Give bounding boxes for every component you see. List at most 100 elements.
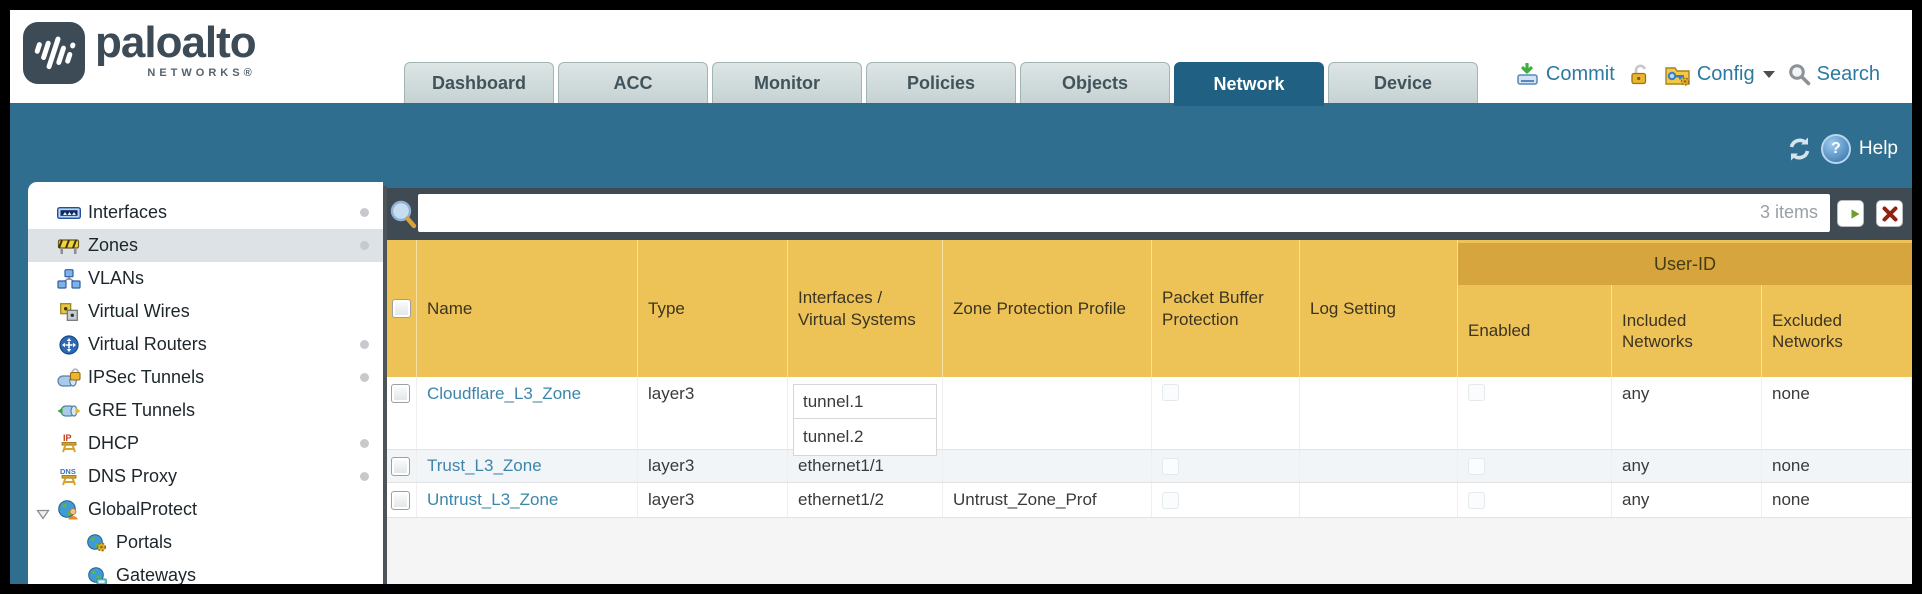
col-name[interactable]: Name	[417, 240, 638, 377]
col-log-setting[interactable]: Log Setting	[1300, 240, 1458, 377]
filter-input[interactable]	[418, 194, 1830, 232]
select-all-checkbox[interactable]	[392, 299, 411, 318]
sidebar-item-dns-proxy[interactable]: DNS DNS Proxy	[28, 460, 383, 493]
zone-name-link[interactable]: Cloudflare_L3_Zone	[427, 384, 582, 403]
help-icon[interactable]: ?	[1820, 134, 1851, 164]
config-menu[interactable]: Config	[1664, 62, 1775, 87]
header-actions: Commit Config	[1515, 62, 1880, 87]
row-checkbox[interactable]	[391, 490, 410, 510]
sidebar-item-interfaces[interactable]: Interfaces	[28, 196, 383, 229]
globalprotect-icon	[56, 499, 82, 520]
sidebar-item-label: Zones	[88, 235, 139, 255]
vlans-icon	[56, 268, 82, 289]
sidebar-divider	[383, 186, 387, 584]
filter-input-wrap: 3 items	[418, 194, 1830, 232]
user-id-enabled-checkbox[interactable]	[1468, 384, 1485, 401]
gre-tunnels-icon	[56, 402, 82, 420]
zone-protection-cell	[943, 450, 1152, 482]
tab-acc[interactable]: ACC	[558, 62, 708, 103]
zone-protection-cell	[943, 377, 1152, 449]
dns-proxy-icon: DNS	[56, 466, 82, 487]
sidebar-item-virtual-routers[interactable]: Virtual Routers	[28, 328, 383, 361]
zone-interfaces-cell[interactable]: ethernet1/2	[788, 483, 943, 517]
zone-type-cell: layer3	[638, 483, 788, 517]
sidebar-item-gateways[interactable]: Gateways	[28, 559, 383, 584]
col-enabled[interactable]: Enabled	[1458, 285, 1612, 377]
commit-button[interactable]: Commit	[1515, 62, 1615, 87]
packet-buffer-checkbox[interactable]	[1162, 384, 1179, 401]
lock-icon[interactable]	[1628, 63, 1651, 86]
packet-buffer-checkbox[interactable]	[1162, 457, 1179, 475]
clear-filter-button[interactable]	[1876, 200, 1903, 227]
network-sidebar: Interfaces Zones	[28, 182, 383, 584]
clear-x-icon	[1882, 206, 1897, 221]
zone-type-cell: layer3	[638, 377, 788, 449]
zone-interfaces-cell[interactable]: ethernet1/1	[788, 450, 943, 482]
search-icon	[1788, 64, 1810, 86]
sidebar-item-gre-tunnels[interactable]: GRE Tunnels	[28, 394, 383, 427]
col-excluded-networks[interactable]: Excluded Networks	[1772, 310, 1843, 351]
user-id-enabled-checkbox[interactable]	[1468, 457, 1485, 475]
zones-icon	[56, 237, 82, 255]
excluded-networks-cell: none	[1762, 483, 1912, 517]
config-icon	[1665, 67, 1690, 86]
sidebar-item-virtual-wires[interactable]: Virtual Wires	[28, 295, 383, 328]
sidebar-item-zones[interactable]: Zones	[28, 229, 383, 262]
sidebar-item-label: GlobalProtect	[88, 499, 198, 519]
tab-policies[interactable]: Policies	[866, 62, 1016, 103]
apply-filter-button[interactable]	[1837, 200, 1864, 227]
sidebar-item-label: Virtual Routers	[88, 334, 207, 354]
refresh-icon[interactable]	[1786, 136, 1813, 162]
commit-icon	[1517, 62, 1538, 85]
help-label: Help	[1858, 138, 1898, 159]
tab-network[interactable]: Network	[1174, 62, 1324, 106]
log-setting-cell	[1300, 483, 1458, 517]
row-checkbox[interactable]	[391, 384, 410, 403]
col-packet-buffer-protection[interactable]: Packet Buffer Protection	[1152, 240, 1300, 377]
select-all-cell	[387, 240, 417, 377]
zone-interfaces-cell: tunnel.1 tunnel.2	[788, 377, 943, 456]
svg-text:IP: IP	[63, 433, 72, 443]
zone-type-cell: layer3	[638, 450, 788, 482]
col-included-networks[interactable]: Included Networks	[1612, 285, 1762, 377]
utility-bar: ? Help	[1786, 134, 1898, 164]
row-checkbox[interactable]	[391, 456, 410, 476]
dhcp-icon: IP	[56, 433, 82, 454]
expander-icon[interactable]	[36, 504, 50, 525]
item-dot	[360, 208, 369, 217]
sidebar-item-vlans[interactable]: VLANs	[28, 262, 383, 295]
item-dot	[360, 472, 369, 481]
col-interfaces[interactable]: Interfaces / Virtual Systems	[788, 240, 943, 377]
sidebar-item-label: Interfaces	[88, 202, 168, 222]
top-header: paloalto NETWORKS® Dashboard ACC Monitor…	[10, 10, 1912, 106]
tab-dashboard[interactable]: Dashboard	[404, 62, 554, 103]
tab-monitor[interactable]: Monitor	[712, 62, 862, 103]
items-count: 3 items	[1759, 202, 1818, 222]
filter-bar: 3 items	[387, 188, 1912, 240]
filter-search-icon	[389, 199, 417, 234]
col-type[interactable]: Type	[638, 240, 788, 377]
col-zone-protection-profile[interactable]: Zone Protection Profile	[943, 240, 1152, 377]
sidebar-item-portals[interactable]: Portals	[28, 526, 383, 559]
sidebar-item-label: Portals	[116, 532, 173, 552]
green-arrow-icon	[1842, 208, 1859, 219]
main-nav-tabs: Dashboard ACC Monitor Policies Objects N…	[404, 62, 1478, 106]
zone-name-link[interactable]: Trust_L3_Zone	[427, 456, 542, 475]
sidebar-item-globalprotect[interactable]: GlobalProtect	[28, 493, 383, 526]
packet-buffer-checkbox[interactable]	[1162, 491, 1179, 509]
zone-name-link[interactable]: Untrust_L3_Zone	[427, 490, 559, 509]
log-setting-cell	[1300, 450, 1458, 482]
zone-protection-cell: Untrust_Zone_Prof	[943, 483, 1152, 517]
tab-device[interactable]: Device	[1328, 62, 1478, 103]
interface-item[interactable]: tunnel.1	[793, 384, 937, 419]
search-button[interactable]: Search	[1788, 63, 1880, 86]
item-dot	[360, 373, 369, 382]
user-id-enabled-checkbox[interactable]	[1468, 491, 1485, 509]
zones-table: Name Type Interfaces / Virtual Systems Z…	[387, 240, 1912, 584]
user-id-group-header: User-ID	[1458, 243, 1912, 285]
sidebar-item-label: DNS Proxy	[88, 466, 178, 486]
interface-item[interactable]: tunnel.2	[793, 418, 937, 456]
sidebar-item-ipsec-tunnels[interactable]: IPSec Tunnels	[28, 361, 383, 394]
sidebar-item-dhcp[interactable]: IP DHCP	[28, 427, 383, 460]
tab-objects[interactable]: Objects	[1020, 62, 1170, 103]
